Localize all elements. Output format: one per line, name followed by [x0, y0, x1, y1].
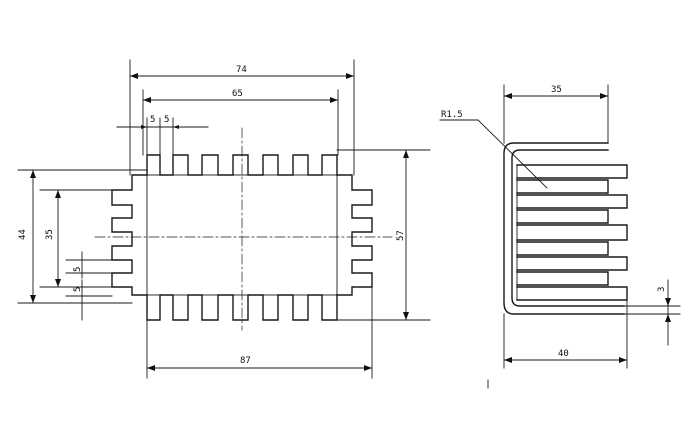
dim-inner-width [142, 89, 339, 156]
side-fin-1 [516, 164, 628, 179]
dim-fin-pitch [116, 117, 209, 156]
side-fin-9 [516, 286, 628, 301]
dim-side-thickness [623, 279, 681, 346]
dim-base-length [146, 286, 373, 379]
side-fin-3 [516, 194, 628, 209]
side-fin-7 [516, 256, 628, 271]
dim-87-label: 87 [240, 356, 251, 366]
dim-65-label: 65 [232, 89, 243, 99]
side-view [503, 142, 628, 315]
dim-slot-lower [65, 279, 113, 321]
dim-side-3-label: 3 [657, 287, 667, 292]
front-left-comb [111, 174, 148, 296]
radius-label: R1.5 [441, 110, 463, 120]
dim-overall-height-left [17, 169, 148, 304]
dim-44-label: 44 [18, 229, 28, 240]
dim-side-35-label: 35 [551, 85, 562, 95]
front-top-comb [146, 154, 338, 176]
dim-side-bottom-width [503, 299, 628, 369]
dim-35-label: 35 [45, 229, 55, 240]
dim-slot-upper [65, 251, 113, 279]
dim-5-label-d: 5 [73, 287, 83, 292]
side-fin-8 [516, 271, 609, 286]
dim-side-40-label: 40 [558, 349, 569, 359]
dim-57-label: 57 [396, 230, 406, 241]
radius-leader [439, 119, 548, 189]
dim-5-label-a: 5 [150, 115, 155, 125]
front-right-comb [336, 174, 373, 296]
side-fin-4 [516, 209, 609, 224]
front-view [94, 127, 393, 331]
side-inner-plate [511, 149, 625, 307]
dim-overall-width [129, 59, 355, 176]
side-fin-2 [516, 179, 609, 194]
dim-5-label-c: 5 [73, 267, 83, 272]
dim-side-top-width [503, 84, 609, 144]
dim-overall-height-right [336, 149, 431, 321]
dim-74-label: 74 [236, 65, 247, 75]
side-fin-5 [516, 224, 628, 241]
front-bottom-comb [146, 294, 338, 321]
side-outer-plate [503, 142, 625, 315]
side-fin-6 [516, 241, 609, 256]
dim-5-label-b: 5 [164, 115, 169, 125]
